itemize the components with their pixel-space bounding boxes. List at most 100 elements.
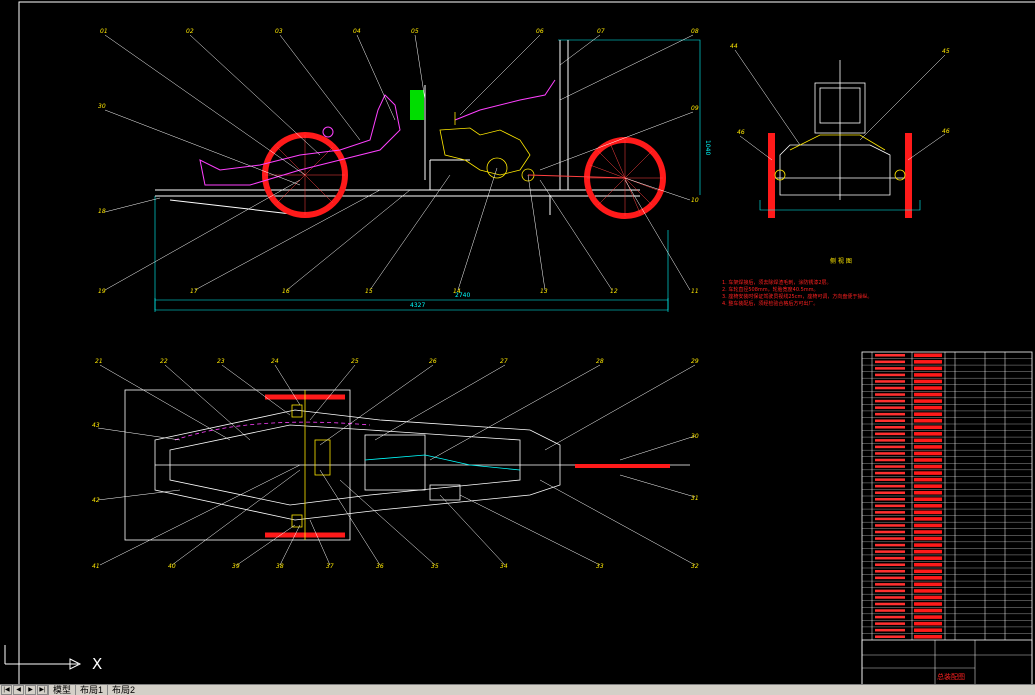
parts-row-name-block bbox=[914, 602, 942, 606]
parts-row-code-block bbox=[875, 537, 905, 540]
svg-text:11: 11 bbox=[691, 288, 699, 295]
svg-text:16: 16 bbox=[282, 288, 290, 295]
svg-text:22: 22 bbox=[160, 358, 168, 365]
parts-row-name-block bbox=[914, 510, 942, 515]
parts-row-name-block bbox=[914, 621, 942, 626]
parts-row-code-block bbox=[875, 471, 905, 475]
svg-text:34: 34 bbox=[500, 563, 508, 570]
tab-model[interactable]: 模型 bbox=[48, 685, 75, 695]
svg-text:08: 08 bbox=[691, 28, 699, 35]
front-view-title: 侧 视 图 bbox=[830, 257, 852, 265]
parts-row-code-block bbox=[875, 615, 905, 619]
parts-row-code-block bbox=[875, 367, 905, 370]
parts-row-code-block bbox=[875, 393, 905, 396]
parts-row-code-block bbox=[875, 478, 905, 481]
parts-row-code-block bbox=[875, 576, 905, 580]
parts-row-name-block bbox=[914, 418, 942, 423]
parts-row-name-block bbox=[914, 543, 942, 547]
parts-row-code-block bbox=[875, 399, 905, 403]
svg-text:27: 27 bbox=[500, 358, 508, 365]
svg-text:15: 15 bbox=[365, 288, 373, 295]
svg-text:29: 29 bbox=[691, 358, 699, 365]
svg-text:32: 32 bbox=[691, 563, 699, 570]
parts-row-code-block bbox=[875, 498, 905, 501]
side-view: 4327 2740 1040 bbox=[98, 28, 711, 312]
svg-text:09: 09 bbox=[691, 105, 699, 112]
svg-text:30: 30 bbox=[691, 433, 699, 440]
parts-row-code-block bbox=[875, 380, 905, 383]
parts-row-code-block bbox=[875, 439, 905, 442]
svg-text:01: 01 bbox=[100, 28, 108, 35]
parts-row-name-block bbox=[914, 562, 942, 567]
svg-text:35: 35 bbox=[431, 563, 439, 570]
parts-row-name-block bbox=[914, 451, 942, 456]
svg-text:26: 26 bbox=[429, 358, 437, 365]
parts-row-name-block bbox=[914, 379, 942, 384]
dim-base-text: 2740 bbox=[455, 292, 470, 299]
layout-tab-bar: |◀ ◀ ▶ ▶| 模型 布局1 布局2 bbox=[0, 684, 1035, 695]
parts-row-name-block bbox=[914, 504, 942, 508]
parts-row-code-block bbox=[875, 550, 905, 553]
front-label-46a: 46 bbox=[737, 129, 745, 136]
svg-text:06: 06 bbox=[536, 28, 544, 35]
parts-row-code-block bbox=[875, 556, 905, 560]
ucs-x-label: X bbox=[92, 655, 102, 673]
parts-row-name-block bbox=[914, 556, 942, 560]
parts-row-name-block bbox=[914, 530, 942, 534]
parts-row-name-block bbox=[914, 536, 942, 541]
parts-row-code-block bbox=[875, 445, 905, 449]
parts-row-name-block bbox=[914, 432, 942, 436]
svg-text:21: 21 bbox=[95, 358, 103, 365]
parts-row-code-block bbox=[875, 360, 905, 364]
parts-row-name-block bbox=[914, 595, 942, 600]
svg-text:37: 37 bbox=[326, 563, 334, 570]
parts-row-code-block bbox=[875, 543, 905, 547]
note-2: 2. 车轮直径508mm，轮胎宽度40.5mm。 bbox=[722, 286, 819, 293]
parts-row-code-block bbox=[875, 622, 905, 625]
parts-row-name-block bbox=[914, 608, 942, 613]
parts-row-name-block bbox=[914, 373, 942, 377]
tab-layout1[interactable]: 布局1 bbox=[75, 685, 107, 695]
parts-row-code-block bbox=[875, 596, 905, 599]
parts-row-name-block bbox=[914, 589, 942, 593]
parts-row-name-block bbox=[914, 582, 942, 587]
svg-text:31: 31 bbox=[691, 495, 699, 502]
parts-row-code-block bbox=[875, 609, 905, 612]
svg-text:12: 12 bbox=[610, 288, 618, 295]
parts-row-code-block bbox=[875, 386, 905, 390]
parts-row-name-block bbox=[914, 412, 942, 416]
parts-row-code-block bbox=[875, 491, 905, 494]
parts-row-code-block bbox=[875, 484, 905, 488]
parts-row-name-block bbox=[914, 366, 942, 371]
parts-row-name-block bbox=[914, 353, 942, 358]
parts-row-code-block bbox=[875, 589, 905, 593]
parts-row-code-block bbox=[875, 419, 905, 422]
parts-row-code-block bbox=[875, 530, 905, 534]
parts-row-name-block bbox=[914, 490, 942, 495]
svg-text:03: 03 bbox=[275, 28, 283, 35]
front-label-46b: 46 bbox=[942, 128, 950, 135]
note-3: 3. 座椅安装时保证驾驶员视线25cm，座椅可调，方向盘便于操纵。 bbox=[722, 293, 872, 300]
parts-row-name-block bbox=[914, 458, 942, 462]
parts-row-name-block bbox=[914, 576, 942, 580]
svg-text:25: 25 bbox=[351, 358, 359, 365]
parts-row-name-block bbox=[914, 438, 942, 443]
svg-text:42: 42 bbox=[92, 497, 100, 504]
parts-row-name-block bbox=[914, 634, 942, 639]
parts-row-code-block bbox=[875, 406, 905, 409]
svg-text:10: 10 bbox=[691, 197, 699, 204]
parts-row-name-block bbox=[914, 484, 942, 488]
parts-row-name-block bbox=[914, 569, 942, 574]
parts-row-name-block bbox=[914, 517, 942, 521]
technical-notes: 1. 车架焊接后，须去除焊渣毛刺，涂防锈漆2层。 2. 车轮直径508mm，轮胎… bbox=[722, 279, 872, 307]
svg-text:43: 43 bbox=[92, 422, 100, 429]
parts-row-code-block bbox=[875, 511, 905, 514]
tab-layout2[interactable]: 布局2 bbox=[107, 685, 139, 695]
parts-row-name-block bbox=[914, 386, 942, 390]
parts-row-code-block bbox=[875, 517, 905, 521]
parts-row-name-block bbox=[914, 549, 942, 554]
drawing-border bbox=[18, 1, 1035, 693]
svg-text:41: 41 bbox=[92, 563, 100, 570]
svg-text:30: 30 bbox=[98, 103, 106, 110]
